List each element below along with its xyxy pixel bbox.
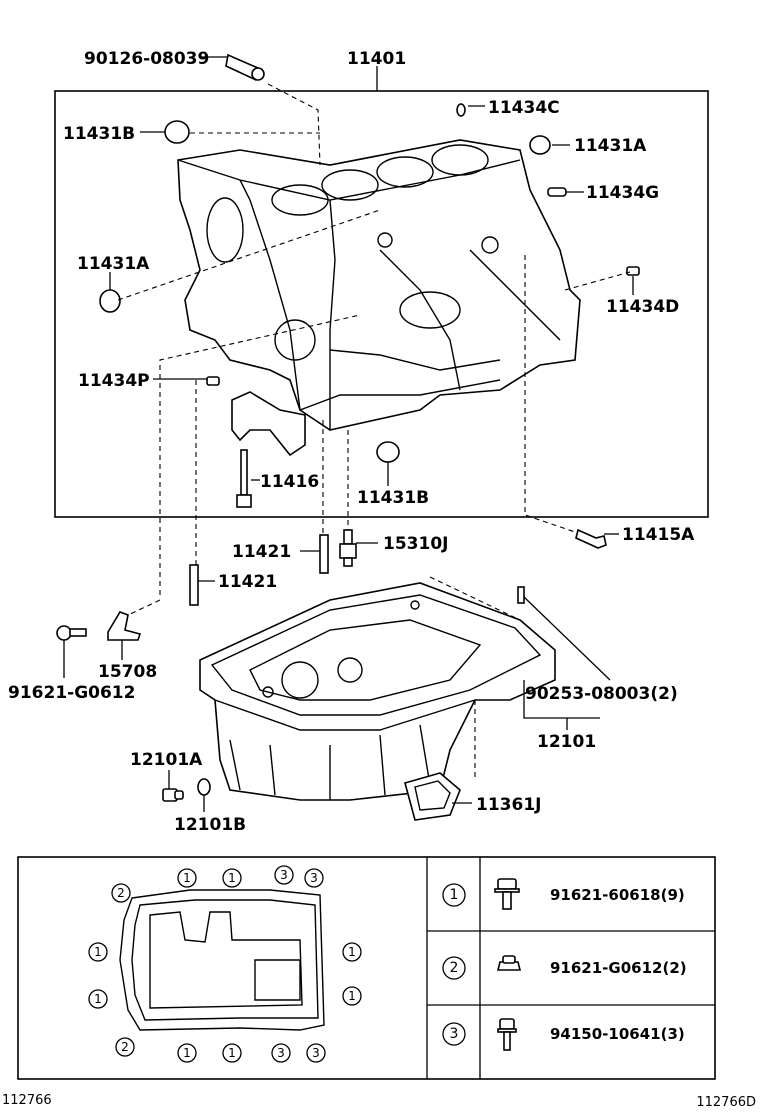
- pin-11434P: [206, 376, 220, 386]
- bolt-91621-G0612: [56, 625, 87, 641]
- label-11431B-bottom: 11431B: [357, 488, 429, 508]
- stud-bolt-icon: [497, 1018, 517, 1051]
- cylinder-block-illustration: [177, 139, 581, 431]
- solid-leaders: [63, 56, 634, 812]
- block-group-frame: [54, 90, 709, 518]
- label-15708: 15708: [98, 662, 157, 682]
- svg-text:3: 3: [277, 1046, 285, 1060]
- cover-11361J: [404, 772, 461, 821]
- svg-text:2: 2: [121, 1040, 129, 1054]
- flange-bolt-icon: [494, 878, 520, 910]
- svg-text:1: 1: [183, 1046, 191, 1060]
- label-11415A: 11415A: [622, 525, 695, 545]
- pan-markers: 2 1 1 3 3 1 1 1 1 2 1 1 3 3: [88, 865, 362, 1063]
- drain-plug-12101A: [162, 788, 184, 802]
- legend-part-1: 91621-60618(9): [550, 886, 685, 904]
- legend-part-2: 91621-G0612(2): [550, 959, 687, 977]
- bolt-90126-08039: [225, 53, 265, 81]
- pin-11434D: [626, 266, 640, 276]
- label-91621-G0612: 91621-G0612: [8, 683, 135, 703]
- label-90126-08039: 90126-08039: [84, 49, 209, 69]
- svg-text:3: 3: [312, 1046, 320, 1060]
- svg-text:1: 1: [228, 1046, 236, 1060]
- label-11434D: 11434D: [606, 297, 679, 317]
- label-90253-08003: 90253-08003(2): [525, 684, 678, 704]
- legend-marker-2: 2: [450, 960, 459, 976]
- svg-text:1: 1: [228, 871, 236, 885]
- plug-11431B-top: [164, 120, 190, 144]
- svg-text:3: 3: [310, 871, 318, 885]
- legend-row-2: 2 91621-G0612(2): [442, 955, 687, 980]
- bolt-location-frame: [17, 856, 716, 1080]
- plug-11434C: [456, 103, 466, 117]
- label-11416: 11416: [260, 472, 319, 492]
- stud-11421-b: [189, 564, 199, 606]
- svg-text:1: 1: [348, 945, 356, 959]
- pan-top-view: [119, 889, 325, 1031]
- legend-part-3: 94150-10641(3): [550, 1025, 685, 1043]
- label-11431A-left: 11431A: [77, 254, 150, 274]
- svg-text:1: 1: [94, 945, 102, 959]
- label-11434P: 11434P: [78, 371, 150, 391]
- svg-text:1: 1: [348, 989, 356, 1003]
- flange-nut-icon: [496, 955, 522, 971]
- oil-pan-illustration: [199, 582, 556, 801]
- part-11415A: [575, 528, 607, 549]
- legend-marker-1: 1: [450, 887, 459, 903]
- svg-text:2: 2: [117, 886, 125, 900]
- footer-left-code: 112766: [2, 1093, 52, 1108]
- svg-text:3: 3: [280, 868, 288, 882]
- legend-row-1: 1 91621-60618(9): [442, 878, 685, 910]
- bearing-cap: [231, 391, 306, 457]
- label-11401: 11401: [347, 49, 406, 69]
- label-12101A: 12101A: [130, 750, 203, 770]
- legend-row-3: 3 94150-10641(3): [442, 1018, 685, 1051]
- label-11361J: 11361J: [476, 795, 541, 815]
- label-12101: 12101: [537, 732, 596, 752]
- label-11431A-right: 11431A: [574, 136, 647, 156]
- plug-11431A-left: [99, 289, 121, 313]
- label-11434G: 11434G: [586, 183, 659, 203]
- svg-text:1: 1: [94, 992, 102, 1006]
- pin-11434G: [547, 187, 567, 197]
- label-11431B-top: 11431B: [63, 124, 135, 144]
- label-15310J: 15310J: [383, 534, 448, 554]
- stud-11421-a: [319, 534, 329, 574]
- footer-right-code: 112766D: [696, 1095, 756, 1110]
- bracket-15708: [107, 611, 142, 655]
- legend-marker-3: 3: [450, 1026, 459, 1042]
- label-11434C: 11434C: [488, 98, 560, 118]
- bolt-11416: [236, 449, 252, 508]
- svg-text:1: 1: [183, 871, 191, 885]
- switch-15310J: [339, 529, 357, 567]
- stud-90253-08003: [517, 586, 525, 604]
- label-11421-b: 11421: [218, 572, 277, 592]
- gasket-12101B: [197, 778, 211, 796]
- plug-11431B-bottom: [376, 441, 400, 463]
- dashed-leaders: [117, 83, 631, 780]
- label-12101B: 12101B: [174, 815, 246, 835]
- plug-11431A-right: [529, 135, 551, 155]
- label-11421-a: 11421: [232, 542, 291, 562]
